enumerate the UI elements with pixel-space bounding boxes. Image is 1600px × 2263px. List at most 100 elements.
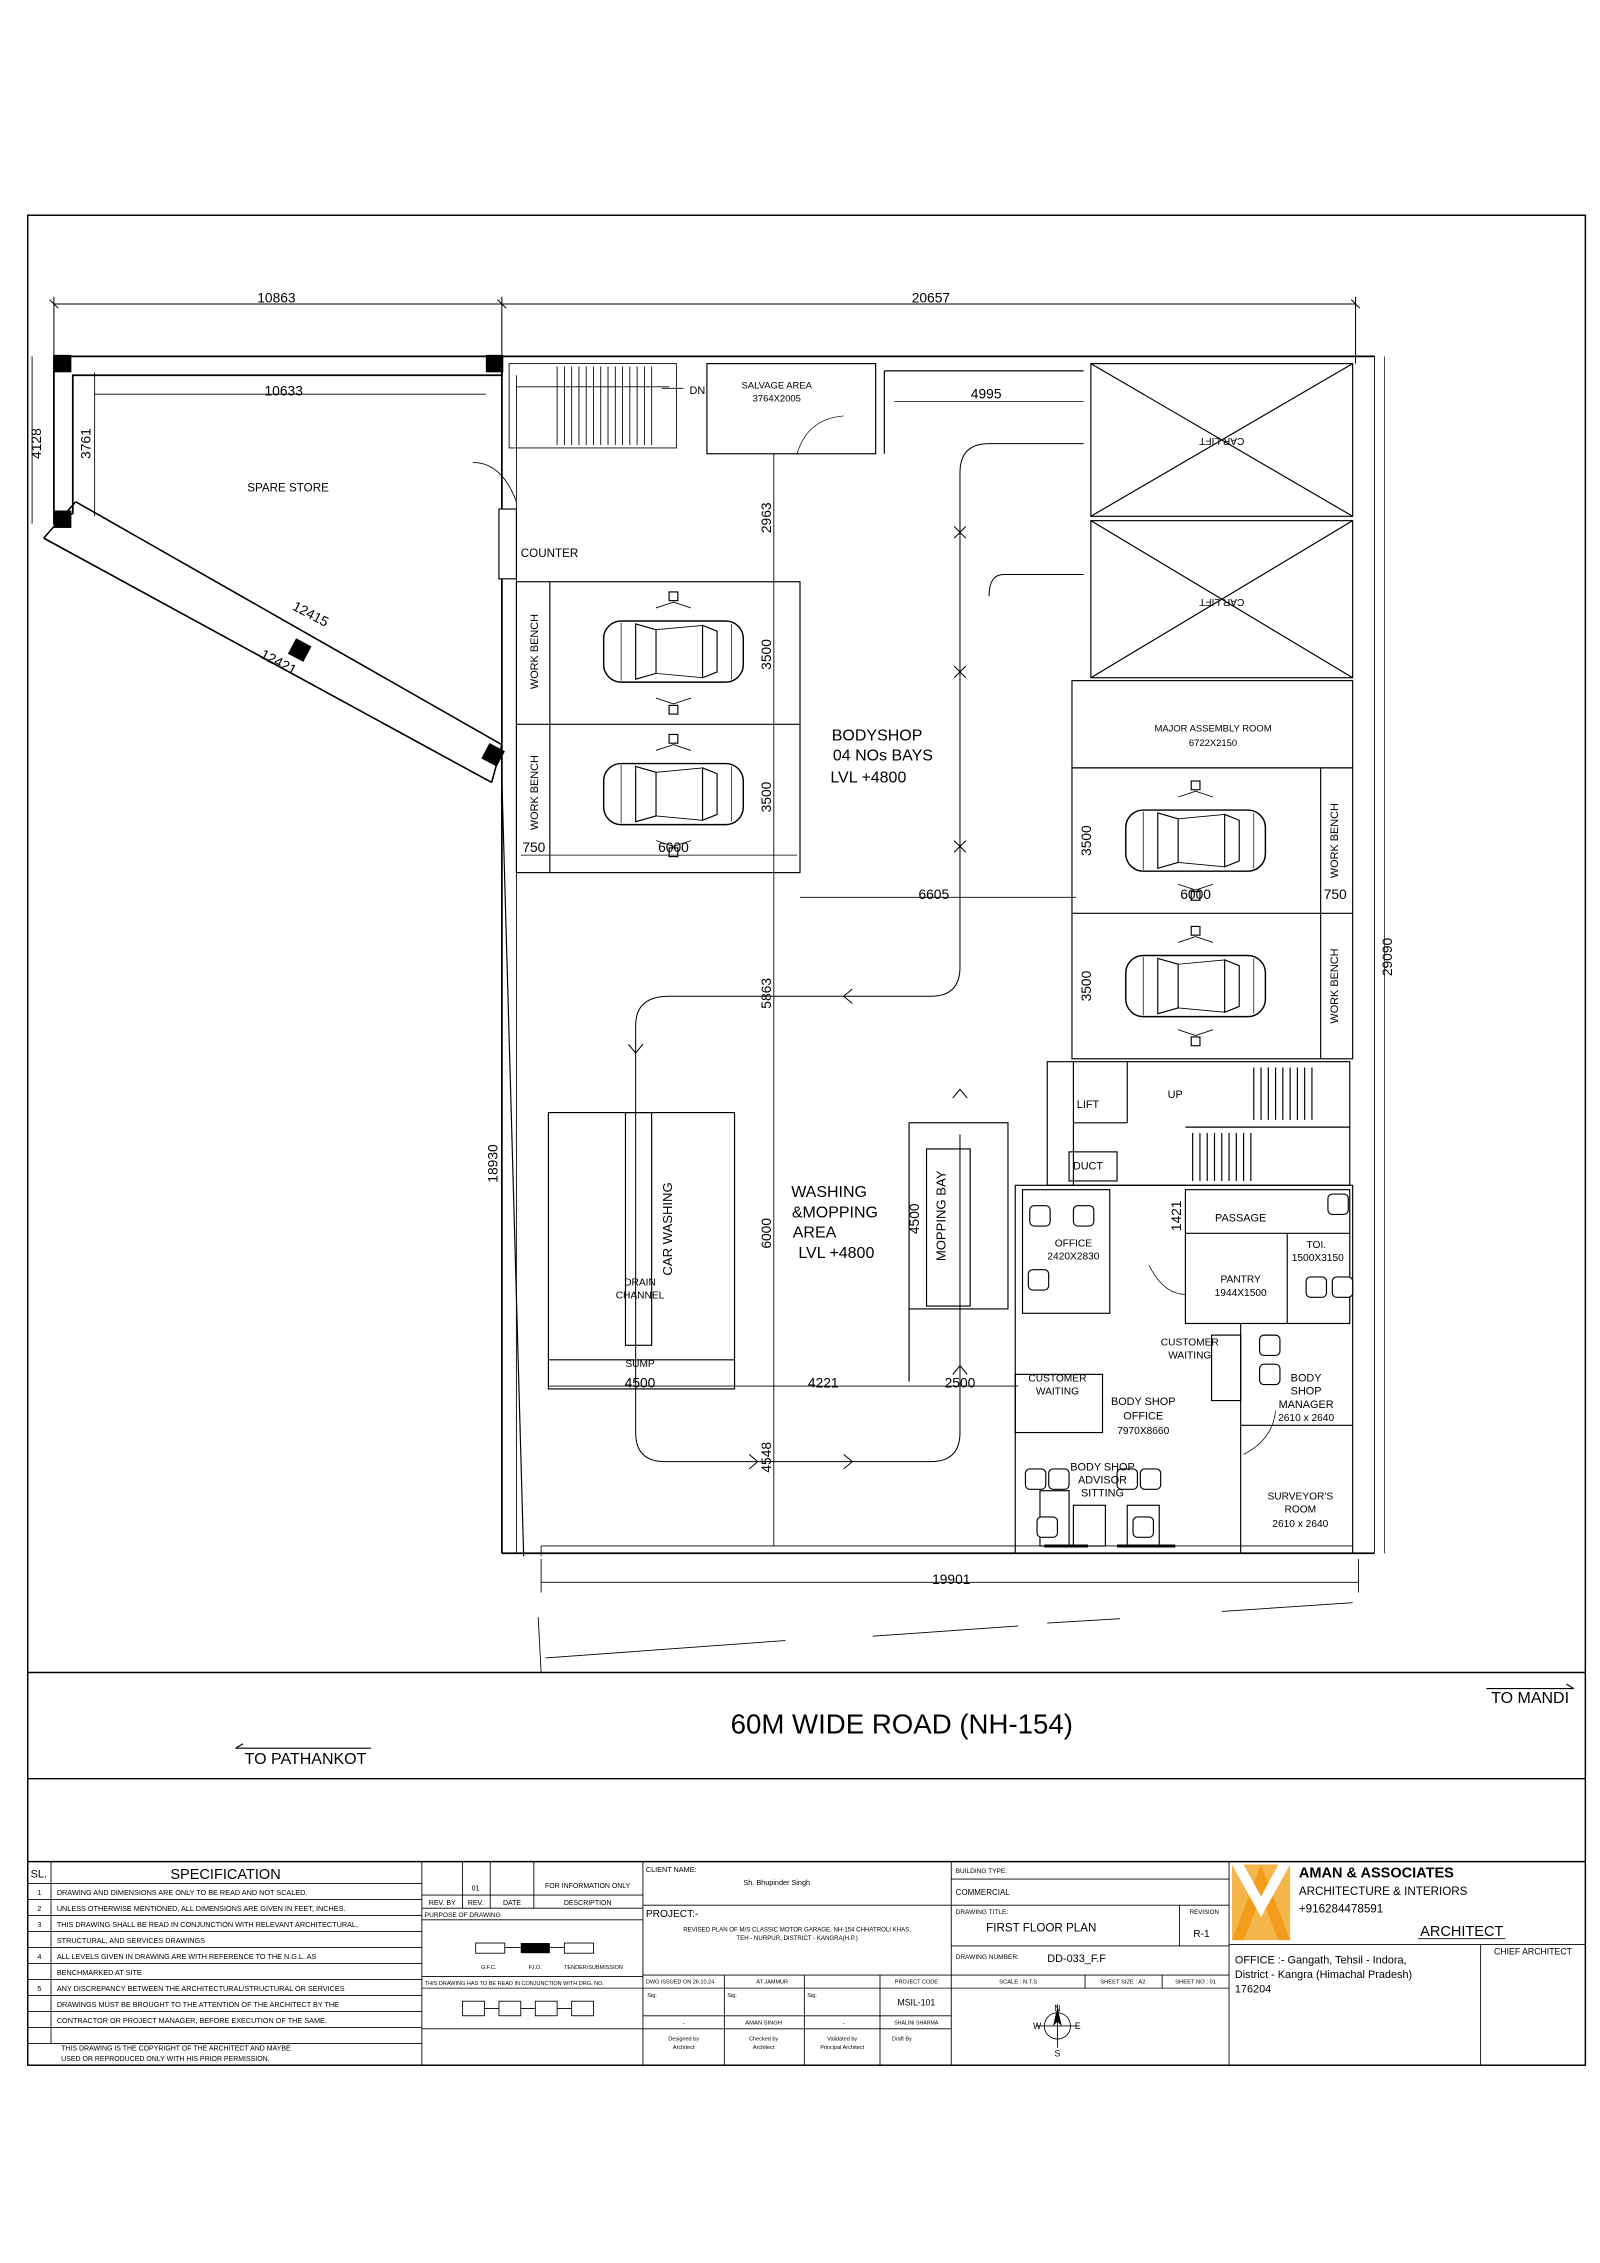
dim-4221: 4221 [808, 1374, 839, 1390]
office-size: 2420X2830 [1047, 1251, 1099, 1262]
shalini: SHALINI SHARMA [894, 2020, 939, 2026]
dim-top [49, 296, 1361, 364]
spec-row-text: ALL LEVELS GIVEN IN DRAWING ARE WITH REF… [57, 1952, 317, 1961]
chief-architect-label: CHIEF ARCHITECT [1494, 1947, 1573, 1957]
cust-wait-b-1: CUSTOMER [1028, 1374, 1086, 1385]
bodyshop-label-1: BODYSHOP [832, 727, 923, 744]
drawing-number-label: DRAWING NUMBER: [956, 1954, 1019, 1961]
spec-header: SPECIFICATION [170, 1867, 280, 1883]
scale: SCALE : N.T.S [999, 1980, 1037, 1986]
car-lift-1-label: CAR LIFT [1199, 435, 1244, 446]
sheet-size: SHEET SIZE : A2 [1100, 1980, 1145, 1986]
spec-row-text: ANY DISCREPANCY BETWEEN THE ARCHITECTURA… [57, 1984, 345, 1993]
copyright-1: THIS DRAWING IS THE COPYRIGHT OF THE ARC… [61, 2046, 291, 2053]
firm-sub: ARCHITECTURE & INTERIORS [1299, 1885, 1468, 1898]
dim-6605: 6605 [918, 886, 949, 902]
spec-row-number: 1 [37, 1888, 41, 1897]
spec-row-number: 2 [37, 1904, 41, 1913]
car-washing-label: CAR WASHING [660, 1182, 675, 1275]
dim-5863: 5863 [758, 978, 774, 1009]
drawing-title: FIRST FLOOR PLAN [986, 1921, 1096, 1934]
to-pathankot: TO PATHANKOT [245, 1751, 367, 1768]
building-type: COMMERCIAL [956, 1888, 1011, 1897]
office-address-3: 176204 [1235, 1983, 1271, 1995]
north-s: S [1055, 2048, 1061, 2058]
car-lift-2 [1090, 520, 1354, 679]
bs-office-3: 7970X8660 [1117, 1426, 1169, 1437]
surveyor-3: 2610 x 2640 [1272, 1519, 1328, 1530]
toi-label: TOI. [1307, 1240, 1327, 1251]
sheet-frame [27, 214, 1587, 2066]
car-bay-3 [1125, 780, 1267, 901]
north-arrow [1035, 2004, 1080, 2048]
office-address-2: District - Kangra (Himachal Pradesh) [1235, 1969, 1412, 1981]
designed-by-1: Designed by [668, 2036, 699, 2042]
dim-12415: 12415 [290, 598, 332, 630]
date-h: DATE [503, 1900, 521, 1907]
work-bench-l2: WORK BENCH [529, 755, 541, 830]
firm-name: AMAN & ASSOCIATES [1299, 1866, 1454, 1882]
stair-top [472, 363, 684, 502]
bodyshop-label-3: LVL +4800 [830, 769, 906, 786]
firm-logo [1231, 1864, 1291, 1941]
project-code-label: PROJECT CODE [895, 1980, 938, 1986]
dim-18930: 18930 [484, 1144, 500, 1183]
description-h: DESCRIPTION [564, 1900, 612, 1907]
car-bay-1 [602, 591, 745, 715]
rev-by: REV. BY [429, 1900, 456, 1907]
dash-1: - [683, 2020, 685, 2026]
spare-store-label: SPARE STORE [247, 482, 329, 495]
revision: R-1 [1193, 1929, 1210, 1940]
work-bench-r2: WORK BENCH [1329, 949, 1341, 1024]
dim-20657: 20657 [912, 290, 950, 306]
dim-3500-b: 3500 [758, 781, 774, 812]
aman-singh: AMAN SINGH [745, 2020, 782, 2026]
major-assembly-size: 6722X2150 [1189, 738, 1237, 749]
dim-19901: 19901 [932, 1571, 970, 1587]
validated-2: Principal Architect [820, 2045, 864, 2051]
dim-2963: 2963 [758, 502, 774, 533]
car-bay-4 [1125, 925, 1267, 1047]
spare-store [31, 354, 505, 784]
client-name: Sh. Bhupinder Singh [743, 1878, 810, 1887]
checked-by-2: Architect [753, 2045, 775, 2051]
major-assembly-label: MAJOR ASSEMBLY ROOM [1154, 724, 1271, 735]
spec-row-text: STRUCTURAL, AND SERVICES DRAWINGS [57, 1936, 205, 1945]
sig-2: Sig: [727, 1993, 737, 1999]
dim-10863: 10863 [257, 290, 296, 306]
bodyshop-label-2: 04 NOs BAYS [833, 748, 933, 765]
project-1: REVISED PLAN OF M/S CLASSIC MOTOR GARAGE… [683, 1926, 911, 1933]
dim-10633: 10633 [265, 383, 304, 399]
spec-row-text: BENCHMARKED AT SITE [57, 1968, 142, 1977]
architect-label: ARCHITECT [1420, 1924, 1503, 1940]
road-title: 60M WIDE ROAD (NH-154) [731, 1709, 1073, 1740]
dim-750-r: 750 [1324, 886, 1347, 902]
dn-label: DN [689, 385, 705, 397]
washing-label-4: LVL +4800 [798, 1245, 874, 1262]
spec-row-number: 4 [37, 1952, 41, 1961]
for-info: FOR INFORMATION ONLY [545, 1883, 631, 1890]
designed-by-2: Architect [673, 2045, 695, 2051]
washing-label-3: AREA [793, 1225, 837, 1242]
bs-office-2: OFFICE [1123, 1410, 1163, 1422]
gfc: G.F.C. [481, 1965, 497, 1971]
sheet-no: SHEET NO : 01 [1175, 1980, 1216, 1986]
drain-label-1: DRAIN [624, 1278, 656, 1289]
bs-manager-3: MANAGER [1279, 1399, 1334, 1411]
sig-3: Sig: [807, 1993, 817, 1999]
dim-4500-mop: 4500 [906, 1203, 922, 1234]
rev-no: 01 [472, 1886, 480, 1893]
dim-bottom [537, 1559, 1359, 1673]
counter-label: COUNTER [521, 547, 578, 560]
pantry-size: 1944X1500 [1215, 1288, 1267, 1299]
north-e: E [1075, 2021, 1081, 2031]
spec-row-text: CONTRACTOR OR PROJECT MANAGER, BEFORE EX… [57, 2016, 327, 2025]
north-n: N [1054, 2003, 1060, 2013]
dim-4548: 4548 [758, 1442, 774, 1473]
office-address-1: OFFICE :- Gangath, Tehsil - Indora, [1235, 1954, 1407, 1966]
dim-3500-a: 3500 [758, 639, 774, 670]
bs-manager-4: 2610 x 2640 [1278, 1413, 1334, 1424]
work-bench-r1: WORK BENCH [1329, 803, 1341, 878]
